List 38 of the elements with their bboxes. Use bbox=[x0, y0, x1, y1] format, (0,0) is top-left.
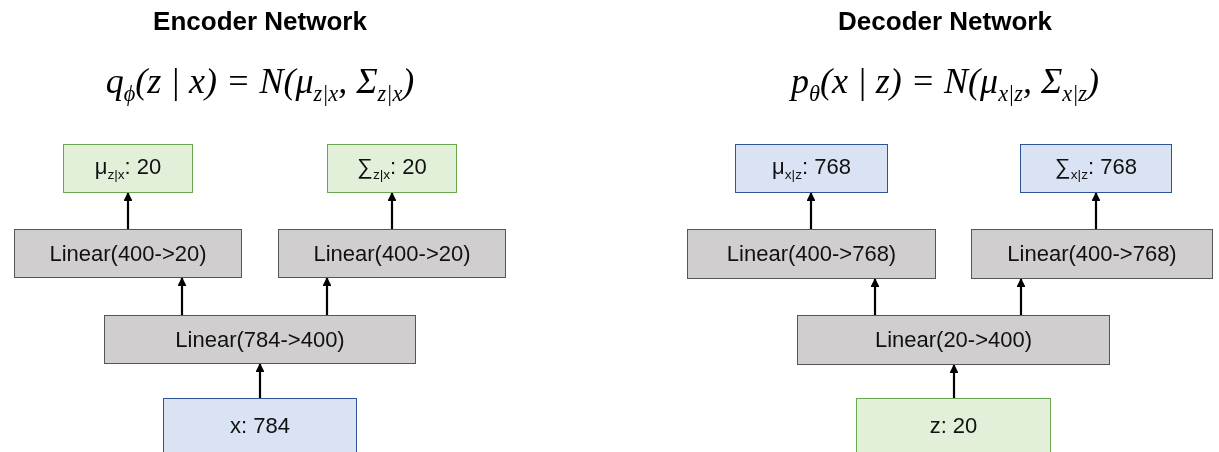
node-label: μ$_{x|z}$: 768 bbox=[772, 154, 851, 183]
arrow bbox=[949, 364, 959, 398]
arrow bbox=[177, 277, 187, 315]
node-label: x: 784 bbox=[230, 413, 290, 439]
arrow bbox=[1091, 192, 1101, 229]
layer-box bbox=[104, 315, 416, 364]
input-box bbox=[163, 398, 357, 452]
layer-box bbox=[797, 315, 1110, 365]
node-label: μ$_{z|x}$: 20 bbox=[94, 154, 162, 183]
layer-box bbox=[687, 229, 936, 279]
node-label: Linear(400->20) bbox=[313, 240, 471, 267]
section-title: Decoder Network bbox=[838, 6, 1052, 37]
node-label: z: 20 bbox=[929, 413, 978, 439]
arrow bbox=[1016, 278, 1026, 315]
arrow bbox=[806, 192, 816, 229]
node-label: Linear(400->20) bbox=[49, 240, 207, 267]
arrow bbox=[870, 278, 880, 315]
output-box bbox=[1020, 144, 1172, 193]
output-box bbox=[327, 144, 457, 193]
input-box bbox=[856, 398, 1051, 452]
formula: q$_{ϕ}$(z | x) = N(μ$_{z|x}$, Σ$_{z|x}$) bbox=[105, 60, 415, 108]
layer-box bbox=[14, 229, 242, 278]
arrow bbox=[123, 192, 133, 229]
output-box bbox=[63, 144, 193, 193]
node-label: Linear(400->768) bbox=[1007, 241, 1177, 267]
node-label: ∑$_{x|z}$: 768 bbox=[1055, 154, 1137, 183]
section-title: Encoder Network bbox=[153, 6, 367, 37]
node-label: ∑$_{z|x}$: 20 bbox=[357, 154, 427, 183]
layer-box bbox=[278, 229, 506, 278]
arrow bbox=[387, 192, 397, 229]
layer-box bbox=[971, 229, 1213, 279]
node-label: Linear(20->400) bbox=[874, 327, 1033, 353]
node-label: Linear(784->400) bbox=[175, 326, 345, 353]
arrow bbox=[322, 277, 332, 315]
formula: p$_{θ}$(x | z) = N(μ$_{x|z}$, Σ$_{x|z}$) bbox=[790, 60, 1100, 108]
node-label: Linear(400->768) bbox=[726, 241, 897, 267]
output-box bbox=[735, 144, 888, 193]
arrow bbox=[255, 363, 265, 398]
